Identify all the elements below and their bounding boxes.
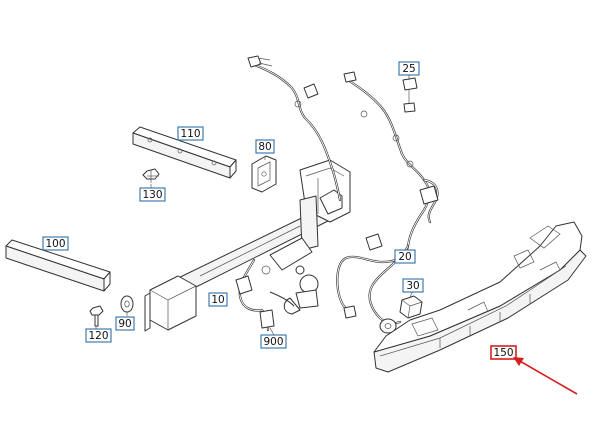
svg-text:100: 100 — [45, 238, 65, 250]
callout-150-highlighted: 150 — [490, 345, 517, 360]
svg-text:25: 25 — [402, 63, 415, 75]
callout-10: 10 — [208, 292, 228, 307]
part-25-connector — [402, 77, 418, 113]
svg-text:10: 10 — [211, 294, 224, 306]
callout-100: 100 — [42, 236, 69, 251]
wire-harness-left — [247, 55, 342, 202]
svg-text:20: 20 — [398, 251, 411, 263]
svg-text:30: 30 — [406, 280, 419, 292]
leader-lines — [95, 75, 414, 336]
part-150-bumper-absorber — [373, 221, 587, 373]
highlight-arrow — [513, 357, 578, 395]
callout-25: 25 — [398, 61, 420, 76]
part-20-wire-harness — [336, 71, 439, 334]
svg-text:80: 80 — [258, 141, 271, 153]
part-90-washer — [120, 295, 134, 313]
callout-90: 90 — [115, 316, 135, 331]
callout-80: 80 — [255, 139, 275, 154]
svg-text:120: 120 — [88, 330, 108, 342]
callout-900: 900 — [260, 334, 287, 349]
callout-130: 130 — [139, 187, 166, 202]
part-120-bolt — [89, 305, 104, 327]
svg-text:130: 130 — [142, 189, 162, 201]
part-100-lower-bar — [5, 239, 111, 292]
svg-text:150: 150 — [493, 347, 513, 359]
callout-120: 120 — [85, 328, 112, 343]
part-80-plate — [251, 155, 277, 193]
svg-text:900: 900 — [263, 336, 283, 348]
part-130-bolt — [142, 168, 160, 183]
part-30-module — [399, 295, 423, 319]
svg-text:90: 90 — [118, 318, 131, 330]
callout-110: 110 — [177, 126, 204, 141]
svg-text:110: 110 — [180, 128, 200, 140]
callout-30: 30 — [402, 278, 424, 293]
part-110-bracket-bar — [132, 126, 237, 179]
wire-harness-lower — [235, 258, 295, 332]
part-10-towbar-beam — [144, 159, 351, 332]
callout-20: 20 — [394, 249, 416, 264]
